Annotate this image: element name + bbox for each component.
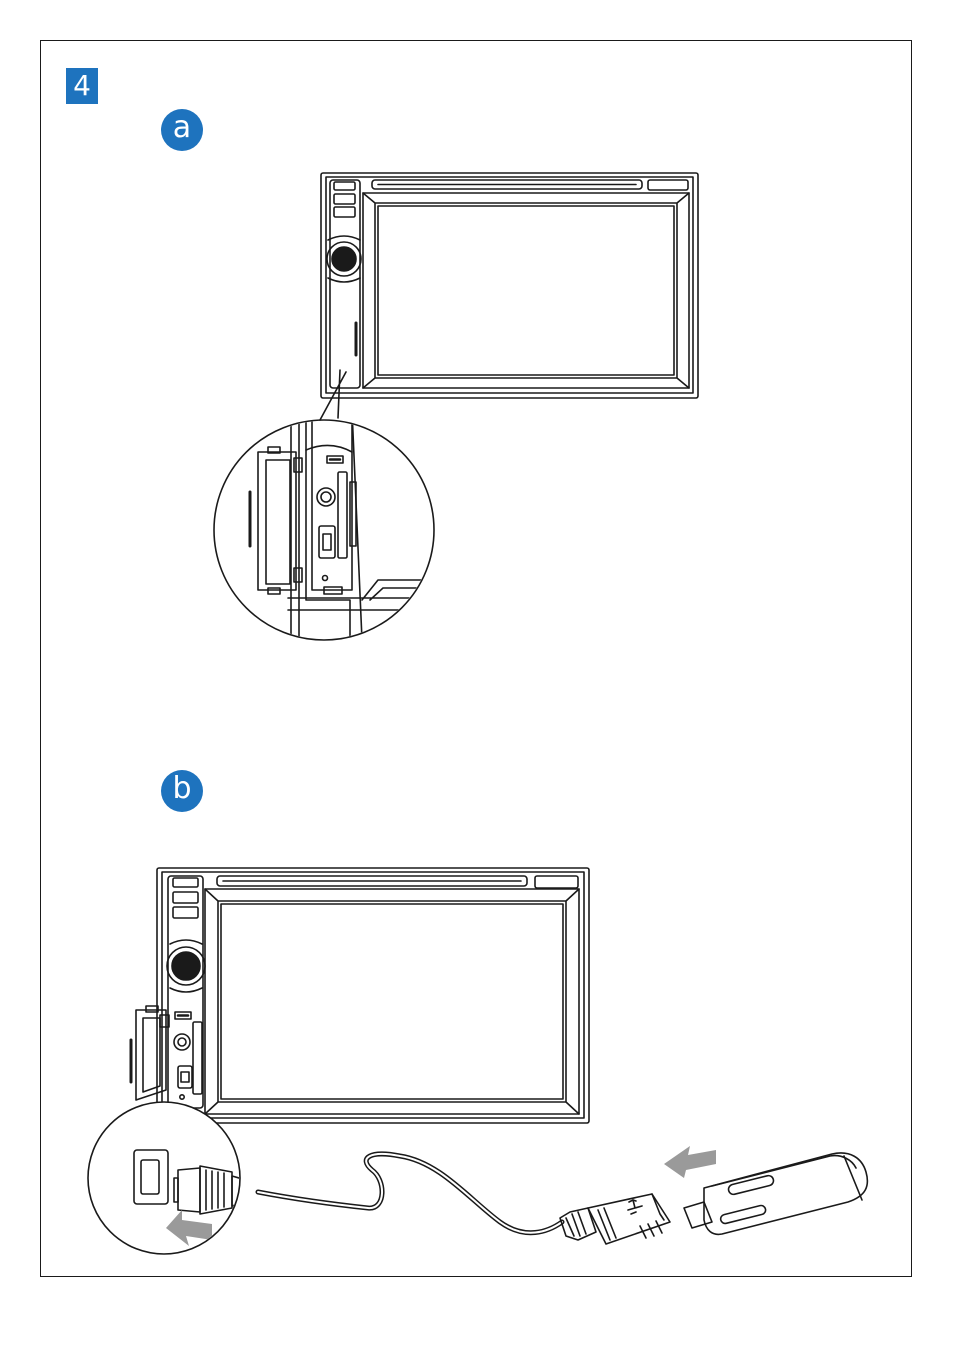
zoom-circle-b — [88, 1102, 258, 1254]
zoom-circle-a — [214, 410, 440, 640]
usb-symbol-icon — [628, 1200, 642, 1214]
insert-arrow-icon — [664, 1146, 716, 1178]
head-unit-a — [321, 173, 698, 398]
usb-a-plug — [560, 1194, 670, 1244]
usb-cable — [258, 1154, 562, 1233]
callout-pointer — [320, 370, 346, 420]
usb-dongle — [684, 1153, 867, 1234]
head-unit-b — [131, 868, 589, 1123]
